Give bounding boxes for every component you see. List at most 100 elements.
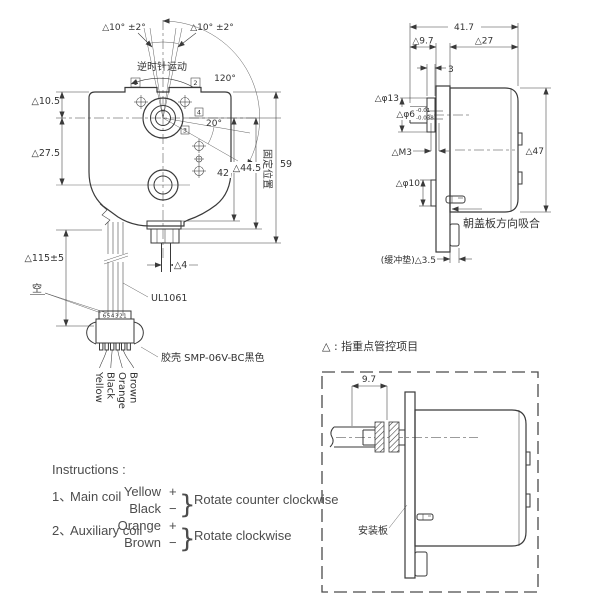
row2-action: Rotate clockwise (194, 528, 292, 543)
arc-120-label: 120° (214, 74, 236, 84)
phi10-boss: △φ10 (393, 177, 436, 207)
arc-120: 120° (162, 18, 260, 167)
dim-27-5: △27.5 (32, 148, 60, 159)
angle-20-label: 20° (206, 119, 222, 129)
lead-wires (103, 222, 129, 316)
wire-label-brown: Brown (128, 372, 139, 403)
nut-hatched (374, 421, 385, 453)
can-tab-bottom (517, 171, 523, 185)
mounting-plate-install (404, 391, 416, 579)
pin-install (416, 513, 434, 521)
row2-coil: Auxiliary coil (70, 523, 142, 538)
dim-3-collar: 3 (417, 64, 454, 96)
angle-20: 20° (162, 117, 251, 162)
wire-labels: Yellow Black Orange Brown (93, 371, 139, 409)
front-view: 1 2 4 3 △10° ±2° △10° ±2° 逆时针运动 12 (25, 18, 292, 409)
instructions-title: Instructions : (52, 462, 126, 477)
dim-9-7-install: 9.7 (351, 375, 388, 426)
bottom-boss-side (449, 223, 460, 247)
dim-left: △10.5 △27.5 (32, 91, 89, 186)
fixed-position-label: 固定位置 (261, 149, 274, 189)
panel-hatched (388, 421, 400, 453)
wire-label-orange: Orange (116, 372, 127, 409)
row2-sign-b: − (169, 535, 177, 550)
marker-4: 4 (197, 109, 201, 117)
front-centerlines (56, 20, 258, 258)
dim-115-label: △115±5 (25, 253, 64, 264)
instruction-row-1: 1、 Main coil Yellow + Black − } Rotate c… (52, 484, 339, 520)
connector-latch-left (86, 321, 97, 345)
angle-left-label: △10° ±2° (102, 23, 146, 33)
attract-note: 朝盖板方向吸合 (463, 216, 540, 230)
label-mounting-plate: 安装板 (358, 504, 408, 537)
row1-wire-b: Black (129, 501, 161, 516)
label-empty: 空 (30, 282, 108, 314)
screw-hole-left (134, 95, 148, 109)
buffer-note: (缓冲垫)△3.5 (381, 254, 436, 266)
row1-sign-b: − (169, 501, 177, 516)
row1-sign-a: + (169, 484, 177, 499)
row2-brace: } (179, 524, 196, 554)
row1-index: 1、 (52, 489, 72, 504)
legend: △ : 指重点管控项目 (322, 339, 418, 353)
dim-10-5: △10.5 (32, 96, 60, 107)
dim-m3: △M3 (392, 148, 449, 158)
row1-action: Rotate counter clockwise (194, 492, 339, 507)
dim-right: 42 △44.5 固定位置 59 (179, 91, 292, 244)
row2-sign-a: + (169, 518, 177, 533)
row2-wire-b: Brown (124, 535, 161, 550)
dim-buffer: (缓冲垫)△3.5 (381, 248, 472, 266)
connector-pin-numbers: 654321 (103, 314, 128, 320)
dim-4-label: △4 (174, 260, 187, 271)
pilot-holes (192, 139, 206, 178)
label-ul1061: UL1061 (122, 282, 187, 304)
dim-115: △115±5 (25, 229, 102, 327)
row2-index: 2、 (52, 523, 72, 538)
marker-2: 2 (193, 79, 197, 87)
motor-can-install (414, 409, 527, 547)
output-gear (147, 169, 179, 201)
can-tab-top (517, 132, 523, 146)
dim-phi6-label: △φ6 (396, 110, 415, 120)
row2-wire-a: Orange (118, 518, 161, 533)
dim-47: △47 (520, 87, 551, 213)
dim-59: 59 (280, 159, 292, 170)
instruction-row-2: 2、 Auxiliary coil Orange + Brown − } Rot… (52, 518, 292, 554)
dim-phi6: △φ6 -0.01 -0.038 (391, 107, 434, 122)
dim-27-label: △27 (475, 37, 493, 47)
side-view: 41.7 △9.7 △27 3 △φ13 △φ6 (372, 22, 551, 266)
label-shell: 胶壳 SMP-06V-BC黑色 (140, 346, 264, 364)
install-dashed-border (321, 371, 539, 593)
shaft-side (409, 97, 443, 151)
dim-27-side: △27 (449, 37, 519, 86)
install-view: 9.7 安装板 (321, 371, 539, 593)
phi6-tol-lower: -0.038 (416, 116, 434, 122)
empty-pin-label: 空 (32, 282, 42, 295)
legend-note: △ : 指重点管控项目 (322, 339, 418, 353)
wire-label-black: Black (105, 372, 116, 399)
wire-exit-notch (99, 203, 111, 226)
dim-9-7-side: △9.7 (409, 37, 437, 86)
dim-m3-label: △M3 (392, 148, 412, 158)
dim-3-label: 3 (448, 65, 454, 75)
panel-section (329, 421, 405, 453)
dim-41-7: 41.7 (409, 22, 519, 103)
phi6-tol-upper: -0.01 (416, 108, 430, 114)
dim-42: 42 (217, 168, 229, 179)
row1-wire-a: Yellow (124, 484, 162, 499)
connector-latch-right (133, 321, 144, 345)
dim-44-5: △44.5 (233, 163, 261, 174)
angle-right-label: △10° ±2° (190, 23, 234, 33)
mounting-plate-label: 安装板 (358, 524, 388, 537)
instructions: Instructions : 1、 Main coil Yellow + Bla… (52, 462, 339, 554)
ccw-motion-label: 逆时针运动 (137, 60, 187, 73)
motor-can (449, 87, 519, 213)
wire-label-yellow: Yellow (93, 371, 104, 403)
dim-phi13-label: △φ13 (375, 94, 399, 104)
wire-spec-label: UL1061 (151, 293, 187, 304)
dim-9-7-install-label: 9.7 (362, 375, 376, 385)
dim-9-7-label: △9.7 (412, 37, 433, 47)
terminal-pin-side (445, 195, 466, 204)
row1-coil: Main coil (70, 489, 121, 504)
